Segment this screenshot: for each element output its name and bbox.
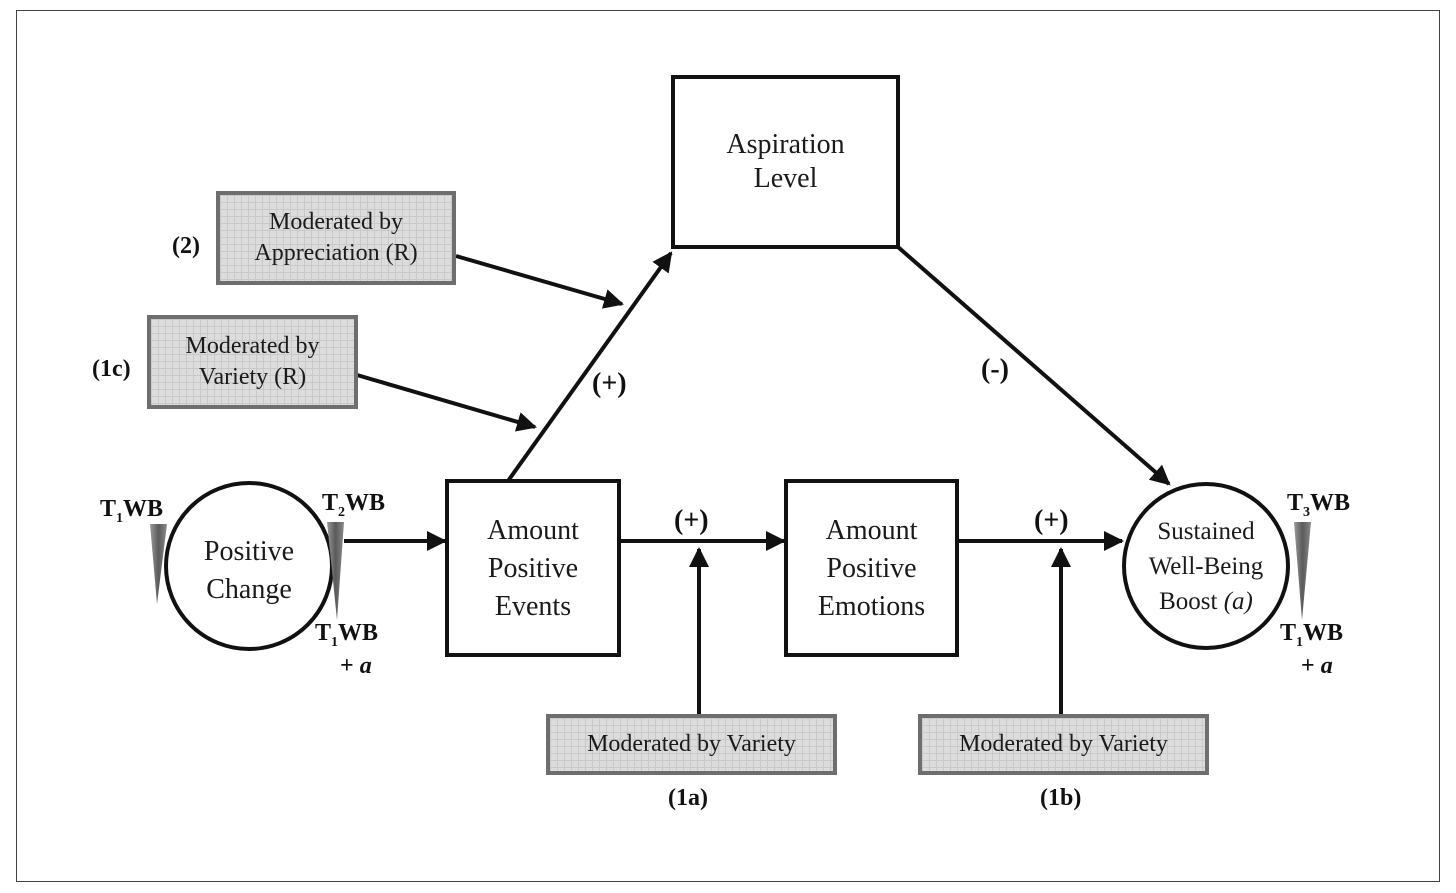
sustained-well-being-circle <box>1122 482 1290 650</box>
events-line-1: Amount <box>487 515 579 546</box>
arrow-variety-c-moderation <box>356 373 537 432</box>
aspiration-level-label: Aspiration Level <box>673 128 898 195</box>
amount-positive-emotions-box <box>784 479 959 657</box>
aspiration-line-1: Aspiration <box>726 129 845 160</box>
change-line-1: Positive <box>203 536 295 567</box>
events-line-2: Positive <box>487 552 579 584</box>
variety-c-line-1: Moderated by <box>185 332 320 359</box>
wellbeing-line-3: Boost (a) <box>1126 584 1286 619</box>
t1wb-label-left: T1WB <box>100 496 164 526</box>
figure-frame <box>16 10 1440 882</box>
wellbeing-line-2: Well-Being <box>1148 553 1264 580</box>
plus-a-right: + a <box>1301 653 1333 679</box>
sign-aspiration-to-wellbeing: (-) <box>981 354 1009 385</box>
change-line-2: Change <box>206 573 292 605</box>
t1wb-label-left-bottom: T1WB <box>315 620 379 650</box>
moderated-by-appreciation-box: Moderated by Appreciation (R) <box>216 191 456 285</box>
aspiration-level-box <box>671 75 900 249</box>
t1wb-label-right-bottom: T1WB <box>1280 620 1344 650</box>
moderator-1c-tag: (1c) <box>92 356 131 382</box>
variety-c-line-2: Variety (R) <box>198 364 307 390</box>
t1-wedge-left <box>150 524 167 604</box>
arrow-aspiration-to-wellbeing <box>896 245 1171 486</box>
wellbeing-a-italic: (a) <box>1223 588 1253 615</box>
moderator-2-tag: (2) <box>172 233 200 259</box>
emotions-line-2: Positive <box>826 552 917 584</box>
sign-events-to-aspiration: (+) <box>592 368 627 399</box>
moderator-1a-tag: (1a) <box>668 785 708 811</box>
sign-events-to-emotions: (+) <box>674 505 709 536</box>
amount-positive-emotions-label: Amount Positive Emotions <box>786 512 957 625</box>
moderated-by-variety-b-box: Moderated by Variety <box>918 714 1209 775</box>
plus-a-left: + a <box>340 653 372 679</box>
t2-wedge-left <box>327 522 344 620</box>
emotions-line-1: Amount <box>825 515 918 546</box>
t3-wedge-right <box>1294 522 1311 620</box>
moderator-1b-tag: (1b) <box>1040 785 1082 811</box>
variety-a-text: Moderated by Variety <box>587 730 796 757</box>
sign-emotions-to-wellbeing: (+) <box>1034 505 1069 536</box>
variety-b-text: Moderated by Variety <box>959 730 1168 757</box>
events-line-3: Events <box>494 590 572 622</box>
amount-positive-events-box <box>445 479 621 657</box>
t2wb-label: T2WB <box>322 490 386 520</box>
moderated-by-variety-c-box: Moderated by Variety (R) <box>147 315 358 409</box>
positive-change-label: Positive Change <box>170 533 328 609</box>
arrow-appreciation-moderation <box>455 254 624 309</box>
emotions-line-3: Emotions <box>817 590 926 622</box>
appreciation-line-2: Appreciation (R) <box>254 240 418 266</box>
sustained-well-being-label: Sustained Well-Being Boost (a) <box>1126 514 1286 619</box>
wellbeing-boost-word: Boost <box>1159 588 1218 615</box>
aspiration-line-2: Level <box>753 162 818 194</box>
wellbeing-line-1: Sustained <box>1157 518 1255 545</box>
moderated-by-variety-a-box: Moderated by Variety <box>546 714 837 775</box>
amount-positive-events-label: Amount Positive Events <box>447 512 619 625</box>
t3wb-label: T3WB <box>1287 490 1351 520</box>
arrow-events-to-aspiration <box>506 251 673 483</box>
appreciation-line-1: Moderated by <box>269 208 403 235</box>
